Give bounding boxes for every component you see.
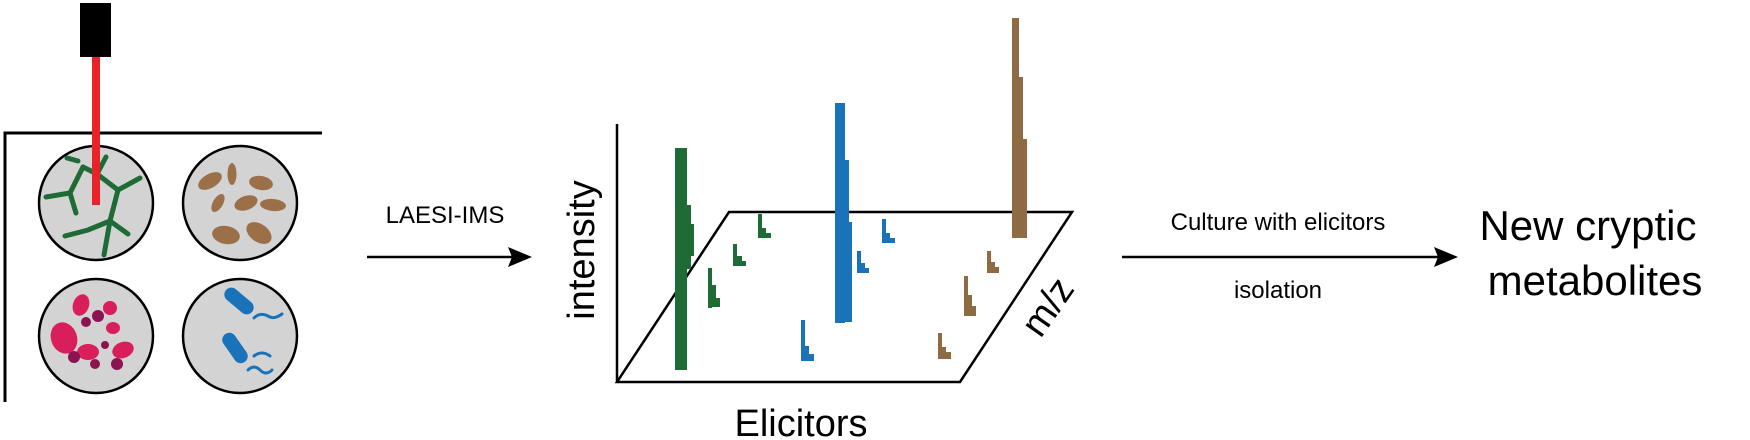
spectrum-brown [938,18,1027,359]
arrow-label-isolation: isolation [1234,277,1322,304]
axis-label-elicitors: Elicitors [734,403,867,440]
petri-dish-icon [181,277,299,395]
pink-bacteria-clusters [50,294,134,370]
petri-dish-icon [181,144,299,262]
spectrum-green [675,148,771,370]
result-line-1: New cryptic [1479,202,1696,249]
culture-plate [3,3,322,402]
axis-label-mz: m/z [1013,270,1083,344]
laser-source-icon [80,3,111,205]
brown-spores [198,163,286,245]
blue-rod-bacteria [222,287,284,375]
axis-label-intensity: intensity [561,180,603,319]
plate-frame [3,131,322,402]
result-line-2: metabolites [1488,257,1703,304]
arrow-label-laesi-ims: LAESI-IMS [386,202,505,229]
spectra-plot: intensity Elicitors m/z [561,18,1083,440]
green-mycelium [43,154,143,258]
floor-plane [614,210,1075,384]
arrow-right-icon [367,247,532,267]
spectrum-blue [801,103,895,361]
arrow-right-icon [1122,247,1458,267]
petri-dish-icon [37,277,155,395]
arrow-label-culture: Culture with elicitors [1171,209,1386,236]
